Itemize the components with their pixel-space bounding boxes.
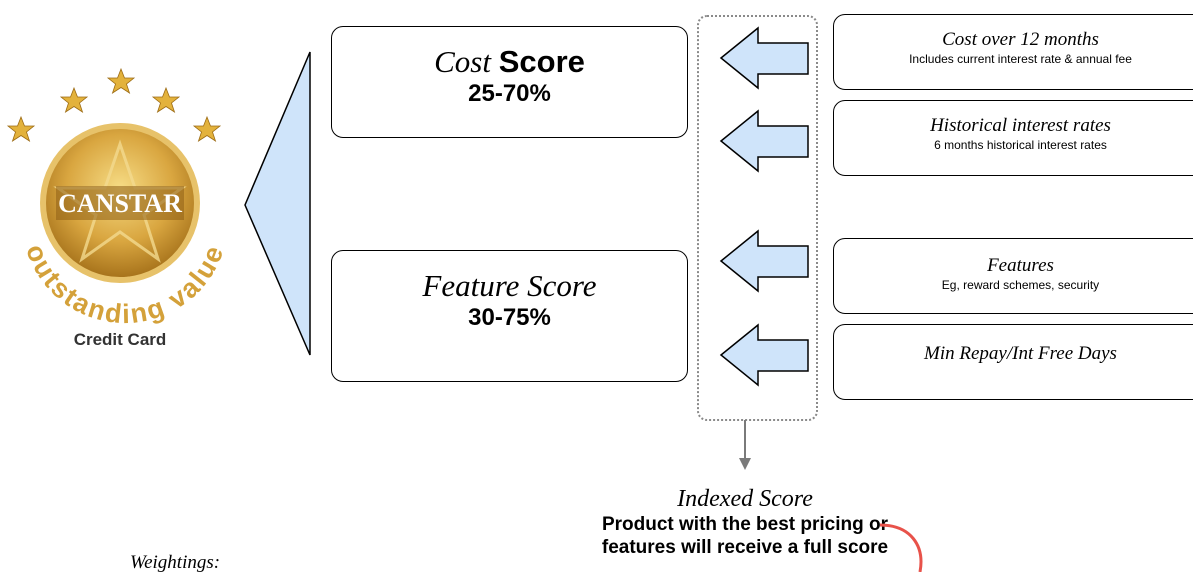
weight-triangle bbox=[244, 51, 311, 356]
indexed-score: Indexed Score Product with the best pric… bbox=[540, 485, 950, 559]
canstar-logo: CANSTAR outstanding value Credit Card bbox=[0, 60, 240, 360]
logo-caption: Credit Card bbox=[73, 330, 167, 349]
factor-subtitle: 6 months historical interest rates bbox=[934, 138, 1107, 152]
factor-box: Min Repay/Int Free Days bbox=[833, 324, 1193, 400]
feature-score-title: Feature Score bbox=[422, 268, 597, 303]
feature-score-range: 30-75% bbox=[468, 304, 551, 331]
factor-title: Min Repay/Int Free Days bbox=[924, 343, 1117, 364]
star-icon bbox=[192, 115, 222, 142]
indexing-group bbox=[697, 15, 818, 421]
canstar-medal-icon: CANSTAR outstanding value bbox=[6, 67, 228, 329]
factor-subtitle: Eg, reward schemes, security bbox=[941, 278, 1100, 292]
arrow-left-icon bbox=[719, 229, 809, 293]
factor-box: Features Eg, reward schemes, security bbox=[833, 238, 1193, 314]
cost-score-box: Cost Score 25-70% bbox=[331, 26, 688, 138]
factor-box: Cost over 12 months Includes current int… bbox=[833, 14, 1193, 90]
indexed-score-line2: features will receive a full score bbox=[601, 537, 889, 558]
weightings-label: Weightings: bbox=[130, 552, 221, 573]
factor-subtitle: Includes current interest rate & annual … bbox=[909, 52, 1132, 66]
arrow-left-icon bbox=[719, 109, 809, 173]
watermark-mark bbox=[879, 523, 923, 572]
star-icon bbox=[6, 115, 36, 142]
arrow-left-icon bbox=[719, 26, 809, 90]
cost-score-title-bold: Score bbox=[498, 44, 585, 79]
arrow-left-icon bbox=[719, 323, 809, 387]
logo-brand: CANSTAR bbox=[58, 189, 182, 218]
star-icon bbox=[151, 86, 181, 113]
star-icon bbox=[59, 86, 89, 113]
indexed-score-line1: Product with the best pricing or bbox=[601, 514, 889, 535]
cost-score-range: 25-70% bbox=[468, 80, 551, 107]
factor-box: Historical interest rates 6 months histo… bbox=[833, 100, 1193, 176]
feature-score-box: Feature Score 30-75% bbox=[331, 250, 688, 382]
indexed-score-title: Indexed Score bbox=[677, 486, 813, 512]
factor-title: Cost over 12 months bbox=[942, 29, 1099, 50]
factor-title: Historical interest rates bbox=[930, 115, 1111, 136]
cost-score-title-italic: Cost bbox=[434, 44, 491, 79]
star-icon bbox=[106, 67, 136, 94]
arrow-down-icon bbox=[739, 420, 751, 470]
factor-title: Features bbox=[987, 255, 1054, 276]
